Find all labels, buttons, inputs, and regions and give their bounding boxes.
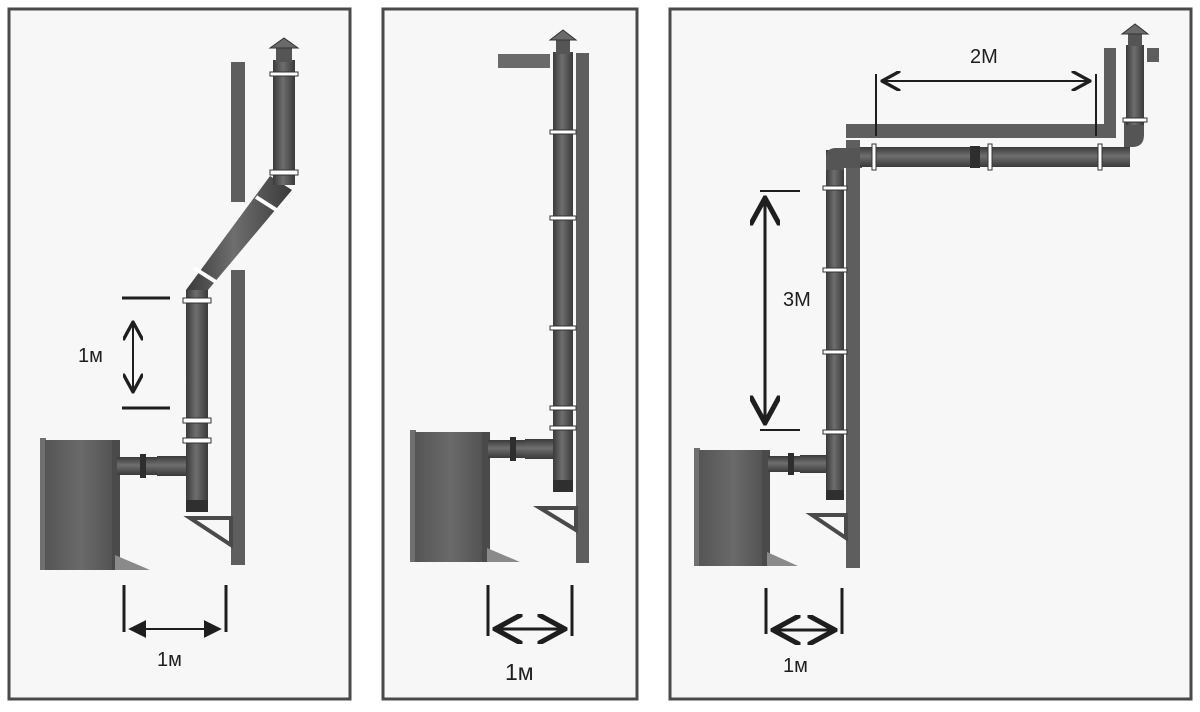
vertical-pipe: [553, 52, 573, 492]
panel-3: 2М 3М 1м: [668, 7, 1193, 701]
elbow-lower: [826, 148, 862, 170]
vertical-dimension-label: 3М: [783, 289, 811, 311]
ceiling: [846, 124, 1116, 138]
roof-segment: [498, 54, 550, 68]
wall: [846, 140, 860, 568]
vertical-pipe: [186, 290, 208, 510]
wall-bracket: [532, 506, 578, 534]
panel-1-frame: [7, 7, 352, 701]
chimney-cap: [268, 37, 300, 62]
wall: [576, 53, 589, 563]
panel-1: 1м 1м: [7, 7, 352, 701]
horizontal-dimension-label: 1м: [783, 655, 808, 677]
panel-2-frame: [381, 7, 639, 701]
panel-2: 1м: [381, 7, 639, 701]
chimney-cap: [1120, 23, 1150, 46]
elbow-upper: [1122, 122, 1144, 147]
wall-upper: [231, 62, 245, 202]
wall-lower: [231, 270, 245, 565]
stove: [410, 430, 520, 562]
upper-wall: [1104, 48, 1116, 138]
wall-bracket: [805, 513, 848, 542]
wall-bracket: [183, 516, 233, 549]
stove: [694, 448, 798, 566]
vertical-pipe: [826, 150, 844, 500]
top-dimension-label: 2М: [970, 46, 998, 68]
horizontal-pipe: [860, 147, 1130, 167]
upper-pipe: [273, 60, 295, 185]
stove-connector: [117, 457, 157, 475]
stove-connector: [768, 456, 802, 472]
horizontal-dimension-label: 1м: [157, 649, 182, 671]
vertical-dimension-label: 1м: [78, 345, 103, 367]
upper-pipe: [1126, 45, 1144, 125]
stove: [40, 438, 150, 570]
stove-connector: [488, 440, 526, 458]
chimney-cap: [548, 29, 578, 54]
horizontal-dimension-label: 1м: [505, 659, 534, 685]
